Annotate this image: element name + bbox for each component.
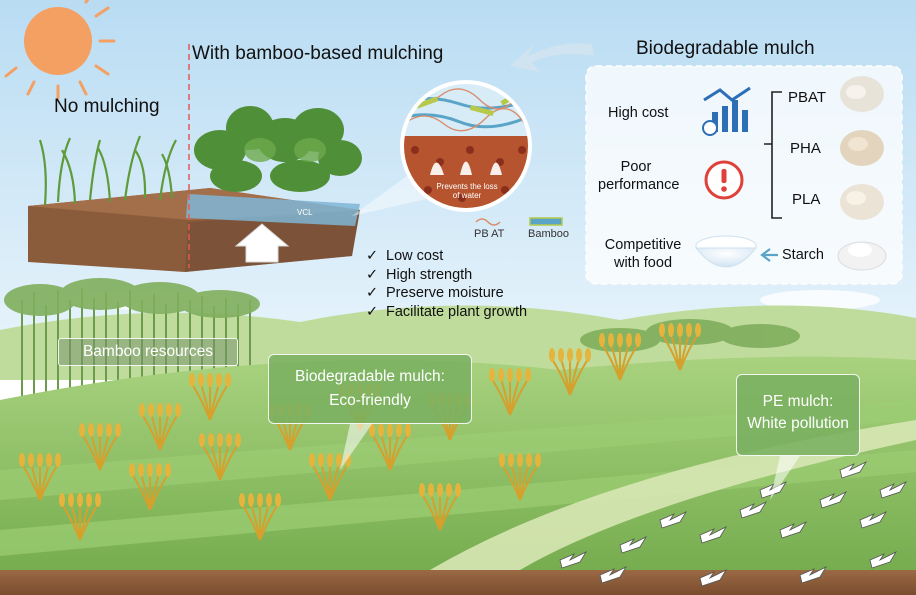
plastic-fragment xyxy=(819,491,848,509)
wheat-plant xyxy=(659,323,701,371)
benefit-label: Low cost xyxy=(386,248,444,264)
material-pla: PLA xyxy=(792,191,821,208)
wheat-plant xyxy=(139,403,181,451)
wheat-plant xyxy=(19,453,61,501)
issue-poor-performance: Poor performance xyxy=(598,159,680,193)
plastic-fragment xyxy=(699,569,728,587)
plastic-fragment xyxy=(779,521,808,539)
check-icon: ✓ xyxy=(366,285,379,301)
plastic-fragment xyxy=(799,566,828,584)
plastic-fragment xyxy=(739,501,768,519)
materials-bracket xyxy=(764,91,782,219)
pe-tag-wedge xyxy=(770,456,800,500)
benefit-label: High strength xyxy=(386,266,473,283)
wheat-plant xyxy=(499,453,541,501)
plastic-fragment xyxy=(619,536,648,554)
mulch-zoom-circle xyxy=(400,80,532,212)
vcl-label: VCL xyxy=(297,208,313,217)
wheat-plant xyxy=(549,348,591,396)
plastic-fragment xyxy=(839,461,868,479)
pla-granules-icon xyxy=(840,184,884,220)
legend-pbat-swatch xyxy=(475,218,501,226)
rising-cost-chart-icon xyxy=(702,86,751,136)
zoom-annotation: Prevents the loss of water xyxy=(436,182,498,200)
legend-bamboo-label: Bamboo xyxy=(528,228,569,240)
sun-icon xyxy=(4,0,116,100)
wheat-plant xyxy=(419,483,461,531)
starch-arrow-icon xyxy=(760,248,778,262)
material-pha: PHA xyxy=(790,140,821,157)
plastic-fragment xyxy=(599,566,628,584)
benefits-list: ✓ Low cost ✓ High strength ✓ Preserve moist… xyxy=(366,247,527,321)
wheat-plant xyxy=(199,433,241,481)
wheat-plant xyxy=(59,493,101,541)
no-mulching-label: No mulching xyxy=(54,96,160,117)
material-pbat: PBAT xyxy=(788,89,827,106)
wheat-plant xyxy=(599,333,641,381)
issue-competitive-food: Competitive with food xyxy=(604,237,682,271)
wheat-plants xyxy=(19,323,701,541)
up-arrow-icon xyxy=(234,223,290,263)
plastic-fragment xyxy=(859,511,888,529)
soil-strip xyxy=(0,570,916,595)
plastic-fragment xyxy=(699,526,728,544)
legend-pbat-label: PB AT xyxy=(474,228,505,240)
issue-high-cost: High cost xyxy=(608,105,669,121)
pe-mulch-tag: PE mulch: White pollution xyxy=(736,374,860,456)
food-bowl-icon xyxy=(694,235,758,268)
seedlings xyxy=(38,135,177,206)
benefit-item: ✓ Low cost xyxy=(366,247,527,266)
check-icon: ✓ xyxy=(366,266,379,283)
plastic-fragment xyxy=(869,551,898,569)
wheat-plant xyxy=(79,423,121,471)
biodegradable-title: Biodegradable mulch xyxy=(636,38,815,59)
bamboo-resources-tag: Bamboo resources xyxy=(58,338,238,366)
bio-tag-line2: Eco-friendly xyxy=(329,392,411,409)
wheat-plant xyxy=(309,453,351,501)
bamboo-mulching-label: With bamboo-based mulching xyxy=(192,43,444,64)
plastic-fragment xyxy=(659,511,688,529)
check-icon: ✓ xyxy=(366,303,379,320)
curved-arrow-icon xyxy=(510,43,594,72)
wheat-plant xyxy=(369,423,411,471)
warning-circle-icon xyxy=(704,160,744,200)
bio-tag-wedge xyxy=(340,424,372,470)
check-icon: ✓ xyxy=(366,248,379,264)
plastic-fragment xyxy=(559,551,588,569)
wheat-plant xyxy=(189,373,231,421)
pbat-granules-icon xyxy=(840,76,884,112)
benefit-item: ✓ Facilitate plant growth xyxy=(366,303,527,322)
benefit-item: ✓ Preserve moisture xyxy=(366,284,527,303)
starch-powder-icon xyxy=(837,241,887,271)
benefit-label: Facilitate plant growth xyxy=(386,303,528,320)
wheat-plant xyxy=(489,368,531,416)
starch-label: Starch xyxy=(782,247,824,263)
wheat-plant xyxy=(239,493,281,541)
biodegradable-mulch-tag: Biodegradable mulch: Eco-friendly xyxy=(268,354,472,424)
bamboo-canopy xyxy=(4,278,800,352)
pe-tag-line1: PE mulch: xyxy=(762,393,834,410)
plastic-fragment xyxy=(879,481,908,499)
wheat-plant xyxy=(129,463,171,511)
pe-tag-line2: White pollution xyxy=(747,415,849,432)
biodegradable-panel xyxy=(585,65,903,285)
benefit-label: Preserve moisture xyxy=(386,285,504,301)
legend-bamboo-swatch xyxy=(529,217,563,226)
benefit-item: ✓ High strength xyxy=(366,266,527,285)
bio-tag-line1: Biodegradable mulch: xyxy=(295,368,445,385)
pha-granules-icon xyxy=(840,130,884,166)
